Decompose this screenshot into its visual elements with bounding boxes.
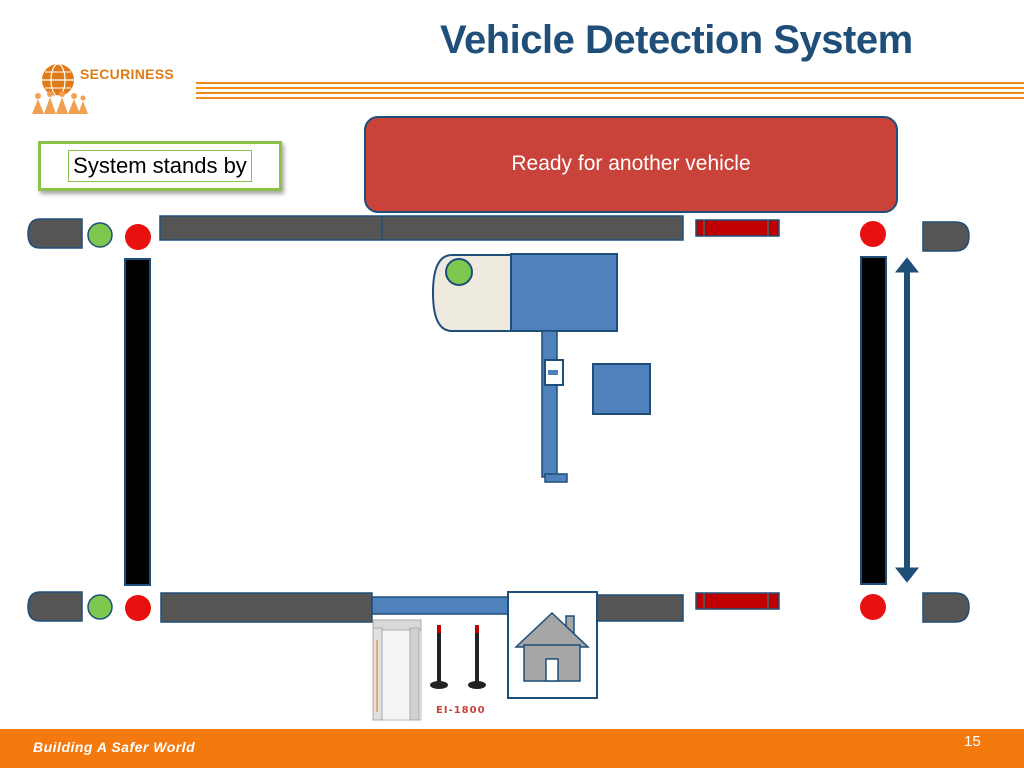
camera-pole: [541, 330, 558, 478]
barrier-arm-bottom-left: [160, 592, 373, 623]
page-title: Vehicle Detection System: [440, 18, 913, 62]
checkpoint-diagram: [27, 215, 970, 721]
barrier-base-bottom-right: [922, 592, 970, 623]
green-light-top-left: [87, 222, 113, 248]
red-light-bottom-left: [125, 595, 151, 621]
footer-slogan: Building A Safer World: [33, 739, 196, 755]
red-light-top-left: [125, 224, 151, 250]
message-banner: Ready for another vehicle: [364, 116, 898, 213]
house-icon: [514, 611, 590, 682]
status-indicator: System stands by: [38, 141, 282, 191]
tire-spike-bottom: [695, 592, 780, 610]
camera-body: [510, 253, 618, 332]
barrier-base-bottom-left: [27, 591, 83, 622]
barrier-base-top-left: [27, 218, 83, 249]
barrier-arm-top: [159, 215, 684, 241]
green-light-bottom-left: [87, 594, 113, 620]
sensor-bar-right: [860, 256, 887, 585]
sensor-bar-left: [124, 258, 151, 586]
logo: [28, 58, 88, 116]
tire-spike-top: [695, 219, 780, 237]
status-text: System stands by: [68, 150, 252, 182]
scanner-model-label: EI-1800: [436, 705, 486, 716]
logo-text: SECURINESS: [80, 66, 175, 82]
vehicle-rail-bottom: [371, 596, 509, 615]
page-number: 15: [964, 733, 981, 750]
camera-status-light: [445, 258, 473, 286]
footer-bar: [0, 729, 1024, 768]
control-panel: [592, 363, 651, 415]
barrier-arm-bottom-right: [596, 594, 684, 622]
double-arrow-icon: [894, 257, 920, 583]
red-light-bottom-right: [860, 594, 886, 620]
globe-icon: [32, 63, 88, 114]
barrier-base-top-right: [922, 221, 970, 252]
hand-detector-poles: [430, 625, 486, 689]
metal-detector-gate: [372, 619, 422, 721]
camera-housing: [431, 254, 513, 332]
message-text: Ready for another vehicle: [511, 152, 751, 175]
red-light-top-right: [860, 221, 886, 247]
